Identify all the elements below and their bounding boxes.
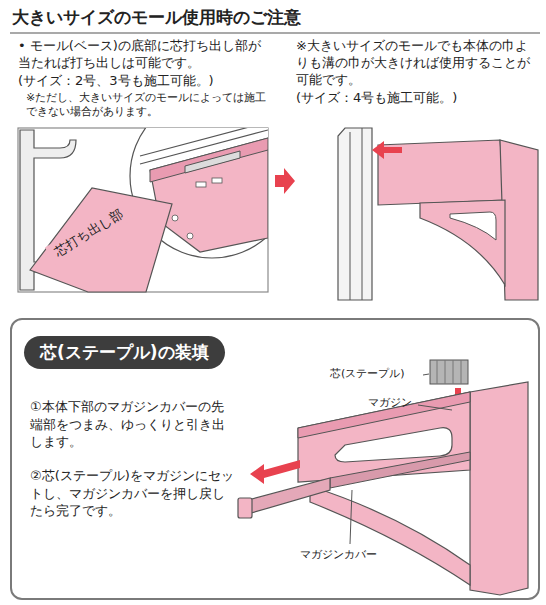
molding-edge	[140, 128, 268, 156]
molding-vertical	[338, 128, 372, 300]
instruction-panel: ①本体下部のマガジンカバーの先端部をつまみ、ゆっくりと引き出します。 ②芯(ステー…	[10, 318, 540, 600]
leader-line	[423, 374, 429, 375]
staple-exit	[185, 151, 240, 173]
part-label: マガジンカバー	[300, 548, 377, 562]
lower-handle	[310, 486, 470, 585]
handle-hole	[335, 428, 452, 462]
section-heading: 芯(ステープル)の装填	[24, 336, 225, 369]
cover-rail	[330, 452, 470, 488]
direction-arrow	[372, 141, 402, 159]
title-rule	[10, 32, 540, 33]
staple-block	[430, 360, 468, 384]
tool-top	[150, 138, 268, 182]
tool-body	[150, 138, 268, 252]
staple-line	[461, 360, 462, 384]
note-text: (サイズ：4号も施工可能。)	[296, 90, 536, 107]
molding-groove	[362, 128, 363, 300]
node-text: 芯(ステープル)の装填	[40, 341, 209, 364]
tool-slot	[196, 182, 206, 187]
magazine-cover	[248, 478, 330, 514]
staple-line	[445, 360, 446, 384]
staple-line	[437, 360, 438, 384]
handle-hole	[450, 212, 496, 240]
part-label: 芯(ステープル)	[330, 367, 405, 381]
note-text: (サイズ：2号、3号も施工可能。)	[18, 73, 270, 90]
staple-line	[453, 360, 454, 384]
title: 大きいサイズのモール使用時のご注意	[12, 6, 301, 28]
direction-arrow	[275, 168, 295, 194]
tool-slot	[212, 178, 222, 183]
tool-handle	[420, 200, 505, 285]
part-label: マガジン	[368, 396, 412, 410]
note-text: • モール(ベース)の底部に芯打ち出し部が当たれば打ち出しは可能です。	[18, 38, 270, 72]
note-text: ※大きいサイズのモールでも本体の巾よりも溝の巾が大きければ使用することが可能です…	[296, 38, 536, 89]
molding-groove	[350, 132, 351, 300]
cover-clip	[238, 498, 252, 518]
rivet	[172, 215, 178, 221]
stapler-front	[470, 382, 528, 595]
callout-wedge	[30, 188, 172, 292]
pull-arrow	[250, 460, 300, 484]
molding-edge	[140, 130, 268, 164]
tool-front	[500, 140, 538, 300]
rivet	[187, 233, 193, 239]
small-note: ※ただし、大きいサイズのモールによっては施工できない場合があります。	[26, 91, 271, 120]
leader-line	[350, 490, 352, 544]
step-text: ①本体下部のマガジンカバーの先端部をつまみ、ゆっくりと引き出します。	[30, 398, 235, 451]
step-text: ②芯(ステープル)をマガジンにセットし、マガジンカバーを押し戻したら完了です。	[30, 467, 235, 520]
leader-line	[418, 405, 452, 410]
